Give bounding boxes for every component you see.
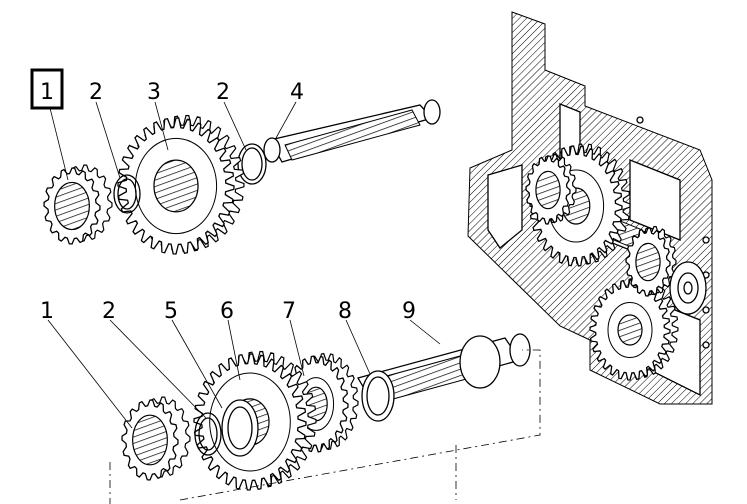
callout-top-4: 4 xyxy=(290,80,304,105)
callout-labels: 1 2 3 2 4 1 2 5 6 7 8 9 xyxy=(30,68,416,324)
callout-top-2a: 2 xyxy=(89,80,103,105)
ring-5 xyxy=(221,399,259,457)
hgearD-bore xyxy=(635,242,661,282)
ring-2-bottom xyxy=(194,412,222,456)
gear-3 xyxy=(117,114,245,255)
callout-bot-1: 1 xyxy=(40,299,54,324)
alignment-lines xyxy=(109,349,541,504)
callout-bot-8: 8 xyxy=(338,299,352,324)
housing-gear-right xyxy=(625,225,677,297)
callout-bot-5: 5 xyxy=(164,299,178,324)
housing-gear-small xyxy=(525,153,577,225)
gear1bot-bore xyxy=(132,414,168,466)
leader-lines xyxy=(47,101,441,429)
top-assembly xyxy=(43,99,441,255)
snap-ring-2-right xyxy=(237,143,267,185)
gear3-bore xyxy=(153,159,199,213)
callout-bot-2: 2 xyxy=(102,299,116,324)
hgearC-bore xyxy=(617,314,643,346)
hgearB-bore xyxy=(535,170,561,210)
callout-bot-7: 7 xyxy=(282,299,296,324)
ring-8 xyxy=(361,370,395,422)
shaft-9 xyxy=(357,333,531,403)
highlight-box xyxy=(30,68,64,110)
gear-1-top xyxy=(43,164,113,245)
gearbox-housing xyxy=(467,11,713,405)
callout-top-2b: 2 xyxy=(216,80,230,105)
callout-top-3: 3 xyxy=(147,80,161,105)
gear1top-bore xyxy=(54,181,90,231)
callout-bot-6: 6 xyxy=(220,299,234,324)
snap-ring-2-left xyxy=(113,174,141,214)
callout-bot-9: 9 xyxy=(402,299,416,324)
gear-1-bottom xyxy=(121,396,191,481)
shaft-4 xyxy=(263,99,441,163)
housing-gear-lower xyxy=(589,277,679,381)
callout-top-1: 1 xyxy=(40,80,54,105)
bottom-assembly xyxy=(109,333,541,504)
